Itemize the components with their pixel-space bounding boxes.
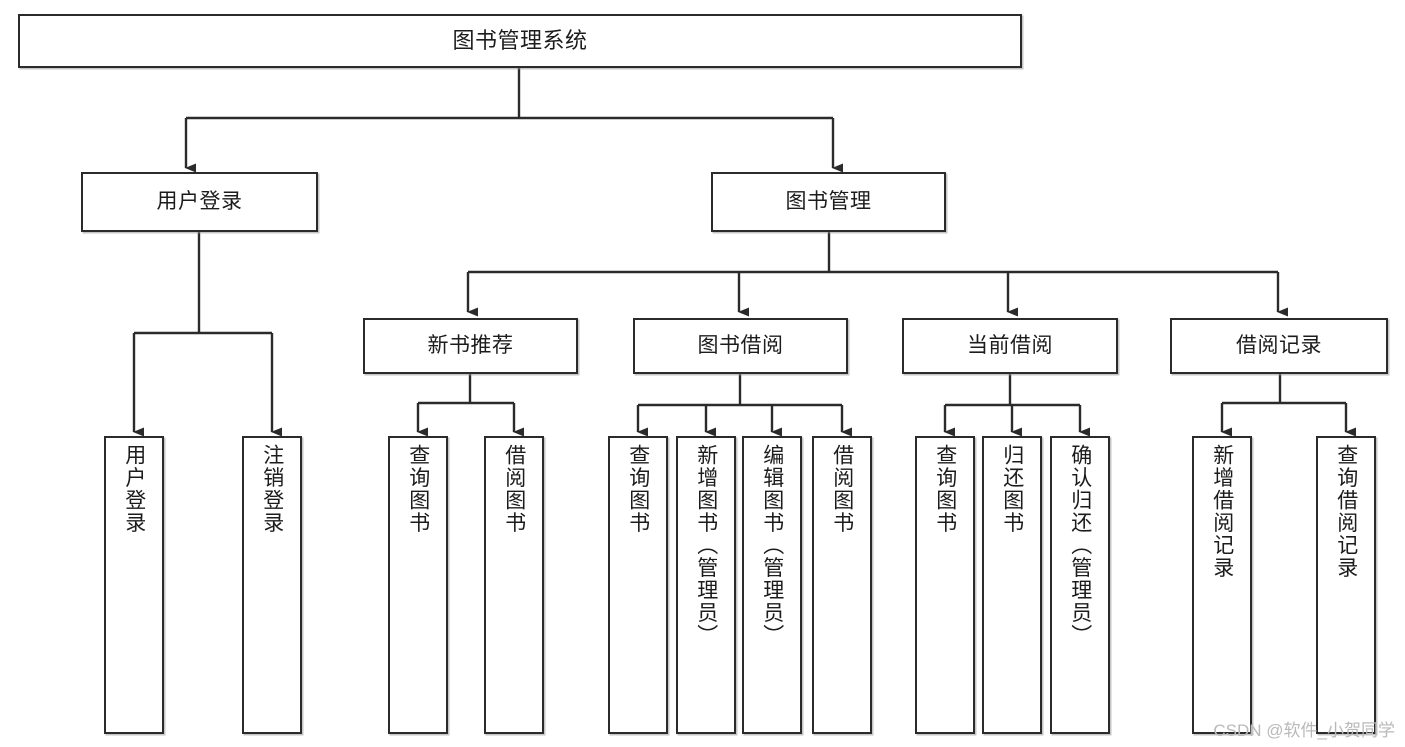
leaf-bb-borrow-book[interactable]: 借阅图书 <box>812 436 872 734</box>
node-user-login[interactable]: 用户登录 <box>81 172 318 232</box>
node-borrow-record-label: 借阅记录 <box>1236 334 1322 358</box>
leaf-bb-query-book-label: 查询图书 <box>626 444 650 534</box>
node-book-borrow[interactable]: 图书借阅 <box>633 318 848 374</box>
leaf-cb-confirm-return[interactable]: 确认归还（管理员） <box>1050 436 1110 734</box>
node-current-borrow-label: 当前借阅 <box>967 334 1053 358</box>
leaf-bb-borrow-book-label: 借阅图书 <box>830 444 854 534</box>
leaf-bb-add-book[interactable]: 新增图书（管理员） <box>676 436 736 734</box>
leaf-nb-query-book-label: 查询图书 <box>406 444 430 534</box>
node-borrow-record[interactable]: 借阅记录 <box>1170 318 1388 374</box>
leaf-nb-borrow-book[interactable]: 借阅图书 <box>484 436 544 734</box>
node-root[interactable]: 图书管理系统 <box>18 14 1022 68</box>
leaf-cb-confirm-return-label: 确认归还（管理员） <box>1068 444 1092 647</box>
leaf-user-login-label: 用户登录 <box>122 444 146 534</box>
node-current-borrow[interactable]: 当前借阅 <box>902 318 1118 374</box>
leaf-bb-edit-book-label: 编辑图书（管理员） <box>760 444 784 647</box>
node-book-manage[interactable]: 图书管理 <box>711 172 946 232</box>
leaf-cb-return-book[interactable]: 归还图书 <box>982 436 1042 734</box>
leaf-logout-label: 注销登录 <box>260 444 284 534</box>
node-new-book-recommend-label: 新书推荐 <box>427 334 514 358</box>
leaf-br-query-record-label: 查询借阅记录 <box>1334 444 1358 579</box>
leaf-logout[interactable]: 注销登录 <box>242 436 302 734</box>
leaf-br-query-record[interactable]: 查询借阅记录 <box>1316 436 1376 734</box>
leaf-nb-query-book[interactable]: 查询图书 <box>388 436 448 734</box>
leaf-bb-query-book[interactable]: 查询图书 <box>608 436 668 734</box>
leaf-user-login[interactable]: 用户登录 <box>104 436 164 734</box>
leaf-bb-edit-book[interactable]: 编辑图书（管理员） <box>742 436 802 734</box>
leaf-br-add-record-label: 新增借阅记录 <box>1210 444 1234 579</box>
leaf-br-add-record[interactable]: 新增借阅记录 <box>1192 436 1252 734</box>
node-root-label: 图书管理系统 <box>452 27 588 53</box>
node-new-book-recommend[interactable]: 新书推荐 <box>363 318 578 374</box>
node-book-manage-label: 图书管理 <box>785 190 872 214</box>
leaf-cb-return-book-label: 归还图书 <box>1000 444 1024 534</box>
leaf-cb-query-book[interactable]: 查询图书 <box>915 436 975 734</box>
node-book-borrow-label: 图书借阅 <box>697 334 784 358</box>
node-user-login-label: 用户登录 <box>156 190 243 214</box>
leaf-cb-query-book-label: 查询图书 <box>933 444 957 534</box>
leaf-nb-borrow-book-label: 借阅图书 <box>502 444 526 534</box>
leaf-bb-add-book-label: 新增图书（管理员） <box>694 444 718 647</box>
